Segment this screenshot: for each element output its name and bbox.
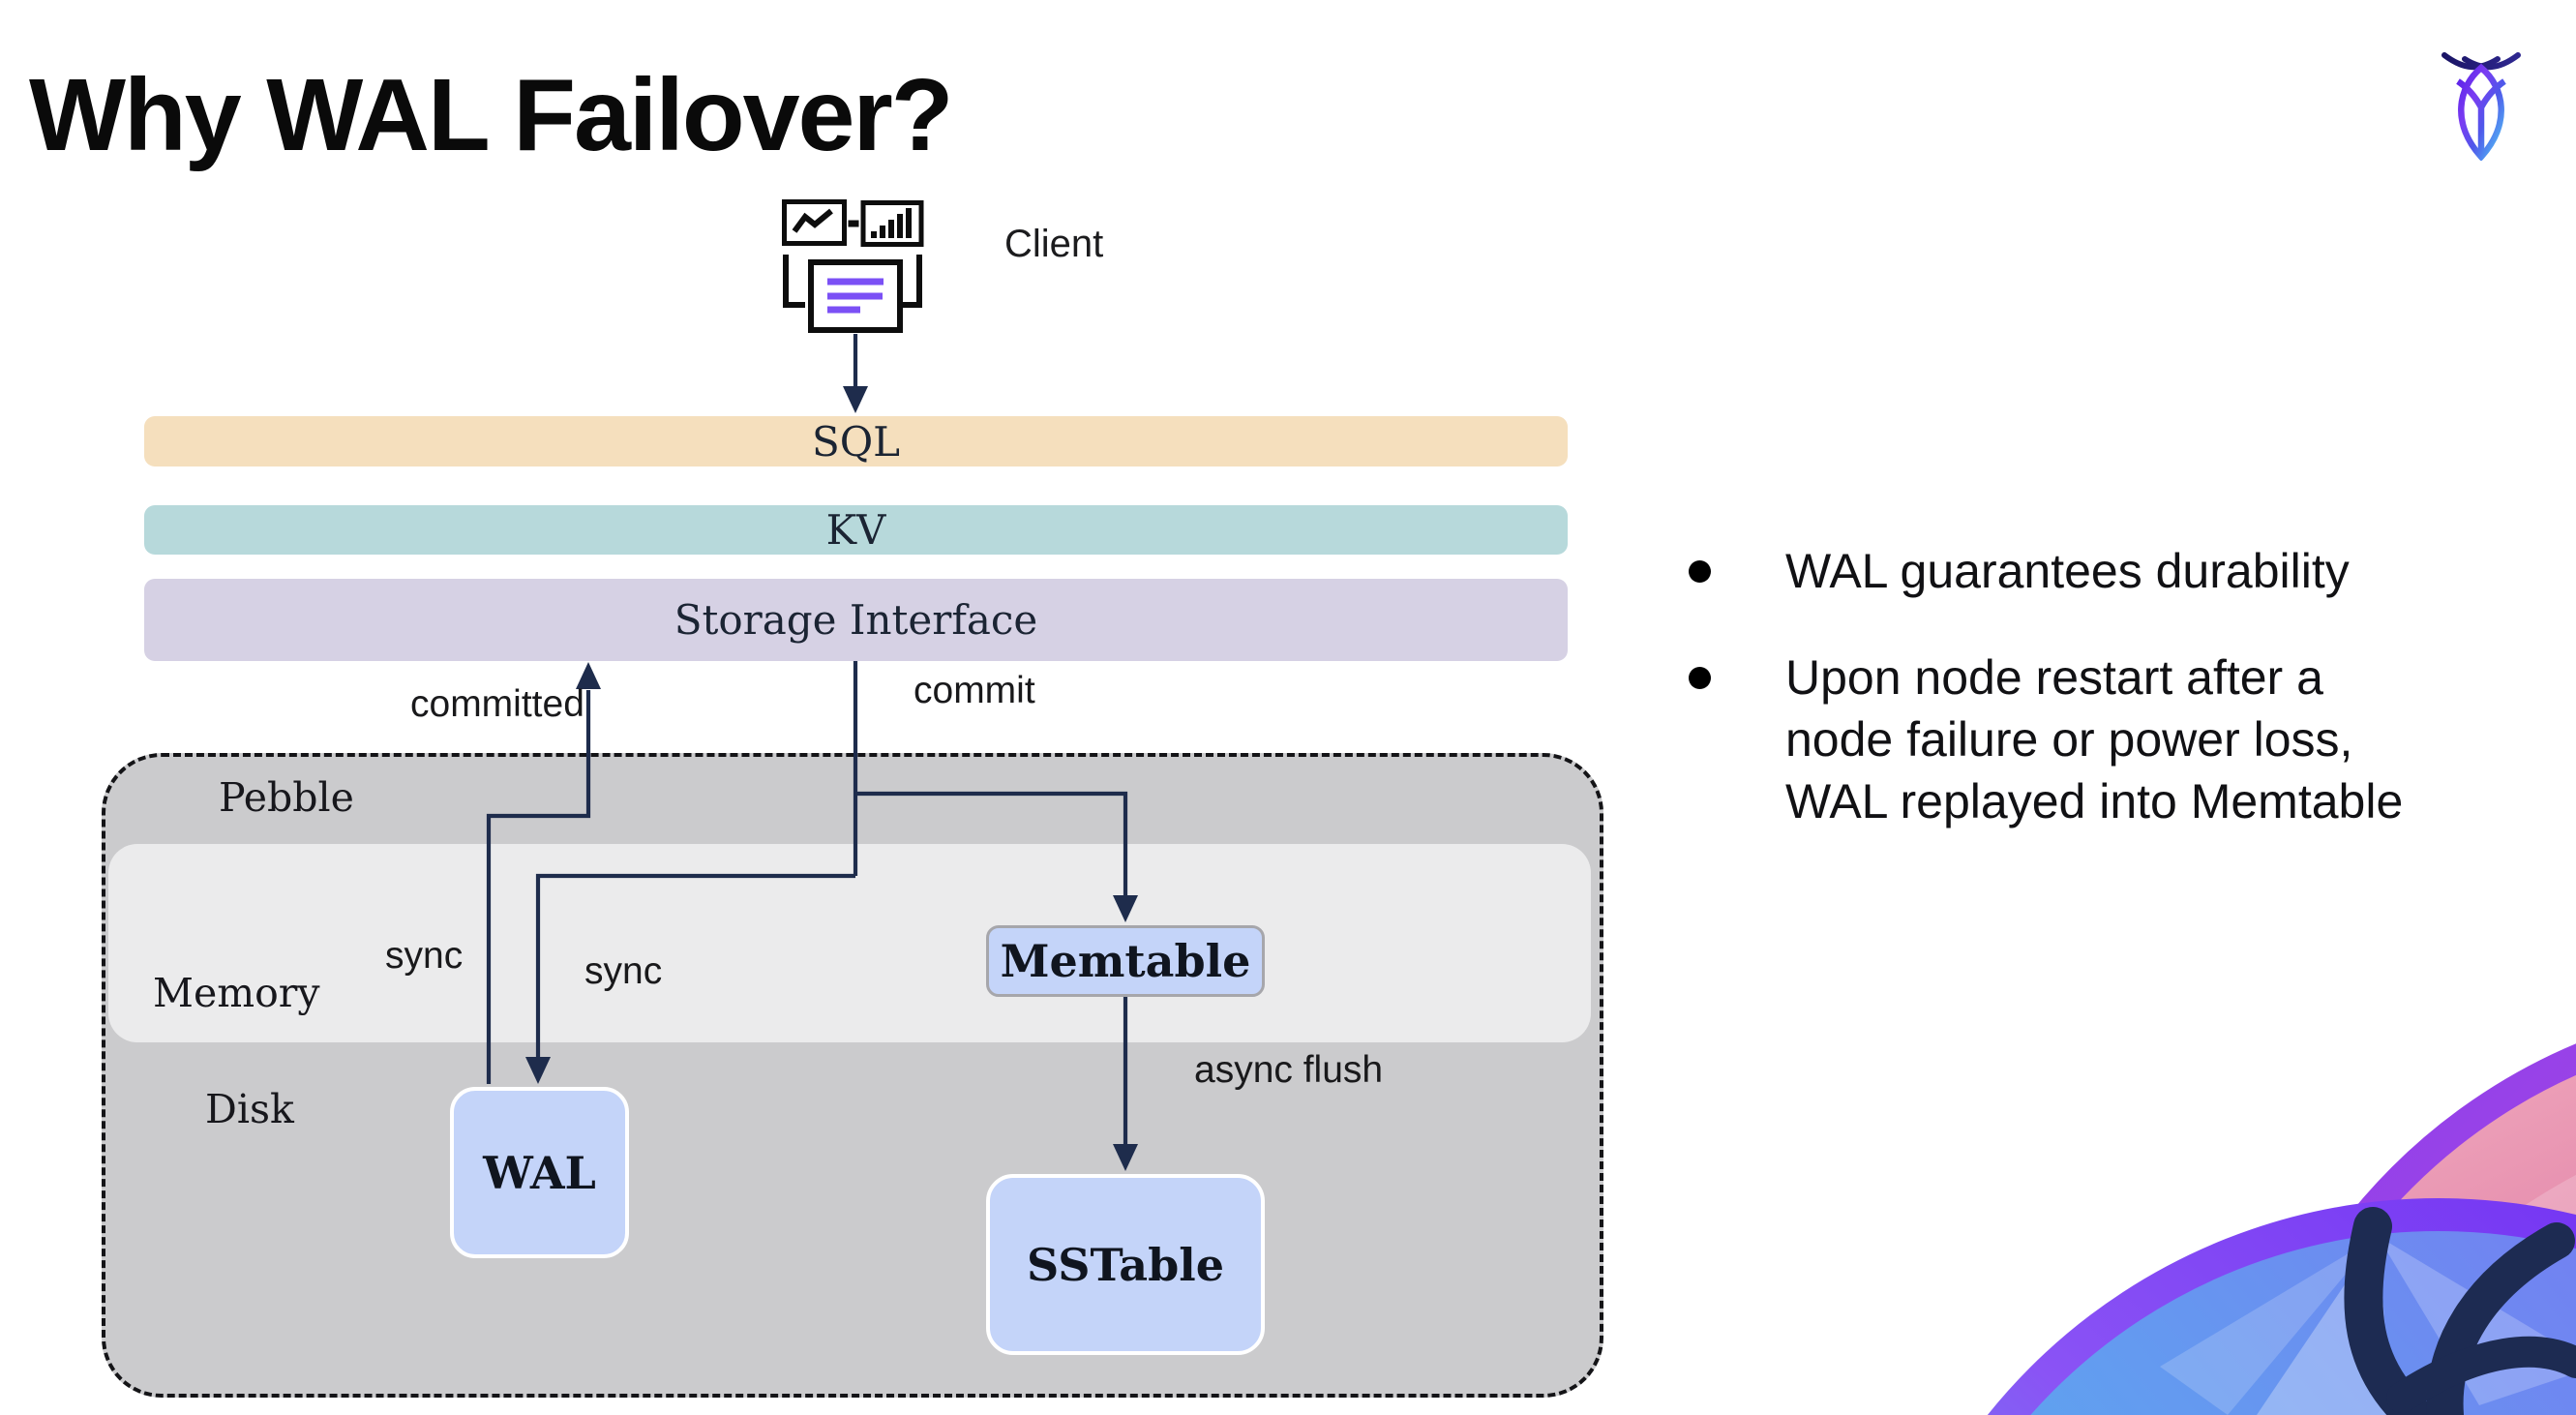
memory-region [108, 844, 1591, 1042]
brand-decoration [1988, 1043, 2576, 1415]
bullet-dot [1689, 560, 1711, 583]
layer-kv: KV [144, 505, 1568, 555]
wal-node-label: WAL [483, 1146, 596, 1199]
layer-storage-interface: Storage Interface [144, 579, 1568, 661]
layer-kv-label: KV [825, 506, 886, 554]
bullet-item-1: WAL guarantees durability [1689, 540, 2560, 602]
pebble-label: Pebble [219, 774, 354, 821]
layer-sql: SQL [144, 416, 1568, 467]
memtable-node-label: Memtable [1000, 935, 1251, 987]
page-title: Why WAL Failover? [29, 58, 953, 172]
edge-label-committed: committed [410, 683, 584, 725]
bullet-dot [1689, 667, 1711, 689]
wal-node: WAL [450, 1087, 629, 1258]
bullet-2-line-1: Upon node restart after a [1785, 650, 2323, 705]
layer-storage-interface-label: Storage Interface [674, 596, 1038, 644]
bullet-list: WAL guarantees durability Upon node rest… [1689, 540, 2560, 877]
sstable-node-label: SSTable [1027, 1238, 1224, 1291]
edge-label-commit: commit [914, 670, 1035, 711]
bullet-1-line-1: WAL guarantees durability [1785, 544, 2350, 598]
bullet-2-line-3: WAL replayed into Memtable [1785, 774, 2404, 828]
memory-label: Memory [153, 970, 320, 1016]
edge-label-async-flush: async flush [1194, 1049, 1384, 1091]
memtable-node: Memtable [986, 925, 1265, 997]
bullet-2-line-2: node failure or power loss, [1785, 712, 2353, 767]
edge-label-sync-outer: sync [385, 935, 464, 977]
disk-label: Disk [205, 1086, 294, 1132]
layer-sql-label: SQL [811, 417, 901, 466]
cockroachdb-logo-icon [2441, 52, 2521, 161]
client-icon [782, 199, 924, 333]
sstable-node: SSTable [986, 1174, 1265, 1355]
client-label: Client [1004, 223, 1104, 265]
bullet-item-2: Upon node restart after a node failure o… [1689, 647, 2560, 832]
edge-label-sync-inner: sync [584, 950, 663, 992]
